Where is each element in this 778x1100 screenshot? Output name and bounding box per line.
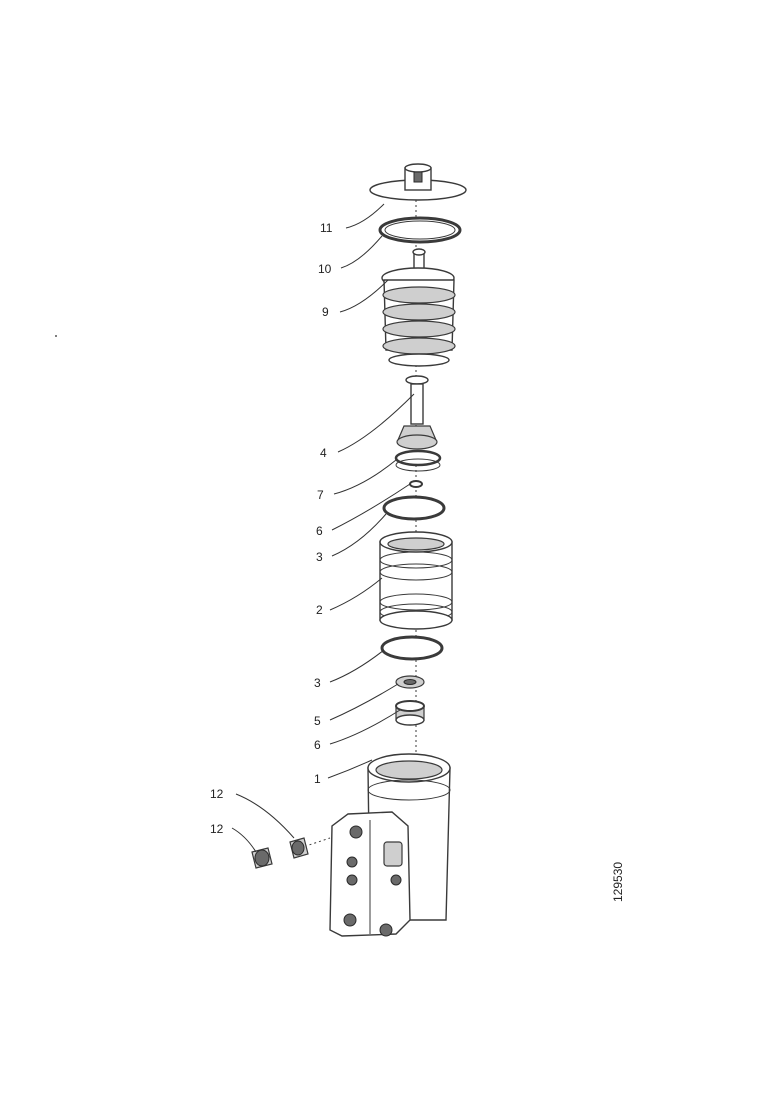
part-1-housing [329,753,451,937]
part-2-cylinder [379,531,453,630]
callout-5: 5 [314,714,321,728]
part-10-ring [378,216,462,244]
callout-9: 9 [322,305,329,319]
callout-10: 10 [318,262,332,276]
drawing-number: 129530 [611,862,625,902]
callout-6-upper: 6 [316,524,323,538]
part-3-lower-ring [380,635,444,661]
callout-2: 2 [316,603,323,617]
callout-7: 7 [317,488,324,502]
callout-3-lower: 3 [314,676,321,690]
part-6-lower-spacer [395,700,425,726]
part-9-spring-assembly [381,248,456,367]
callout-6-lower: 6 [314,738,321,752]
part-4-stem [396,375,438,450]
callout-11: 11 [320,221,333,235]
part-11-cap [369,163,467,201]
part-7-seat [394,449,442,472]
part-5-nut [395,675,425,689]
callout-4: 4 [320,446,327,460]
callout-12-lower: 12 [210,822,224,836]
callout-1: 1 [314,772,321,786]
part-12-fittings [251,837,331,869]
leader-lines [231,203,415,853]
stray-mark [55,335,57,337]
callout-3-upper: 3 [316,550,323,564]
callout-12-upper: 12 [210,787,224,801]
part-6-upper-washer [409,480,423,488]
part-3-upper-ring [382,495,446,521]
